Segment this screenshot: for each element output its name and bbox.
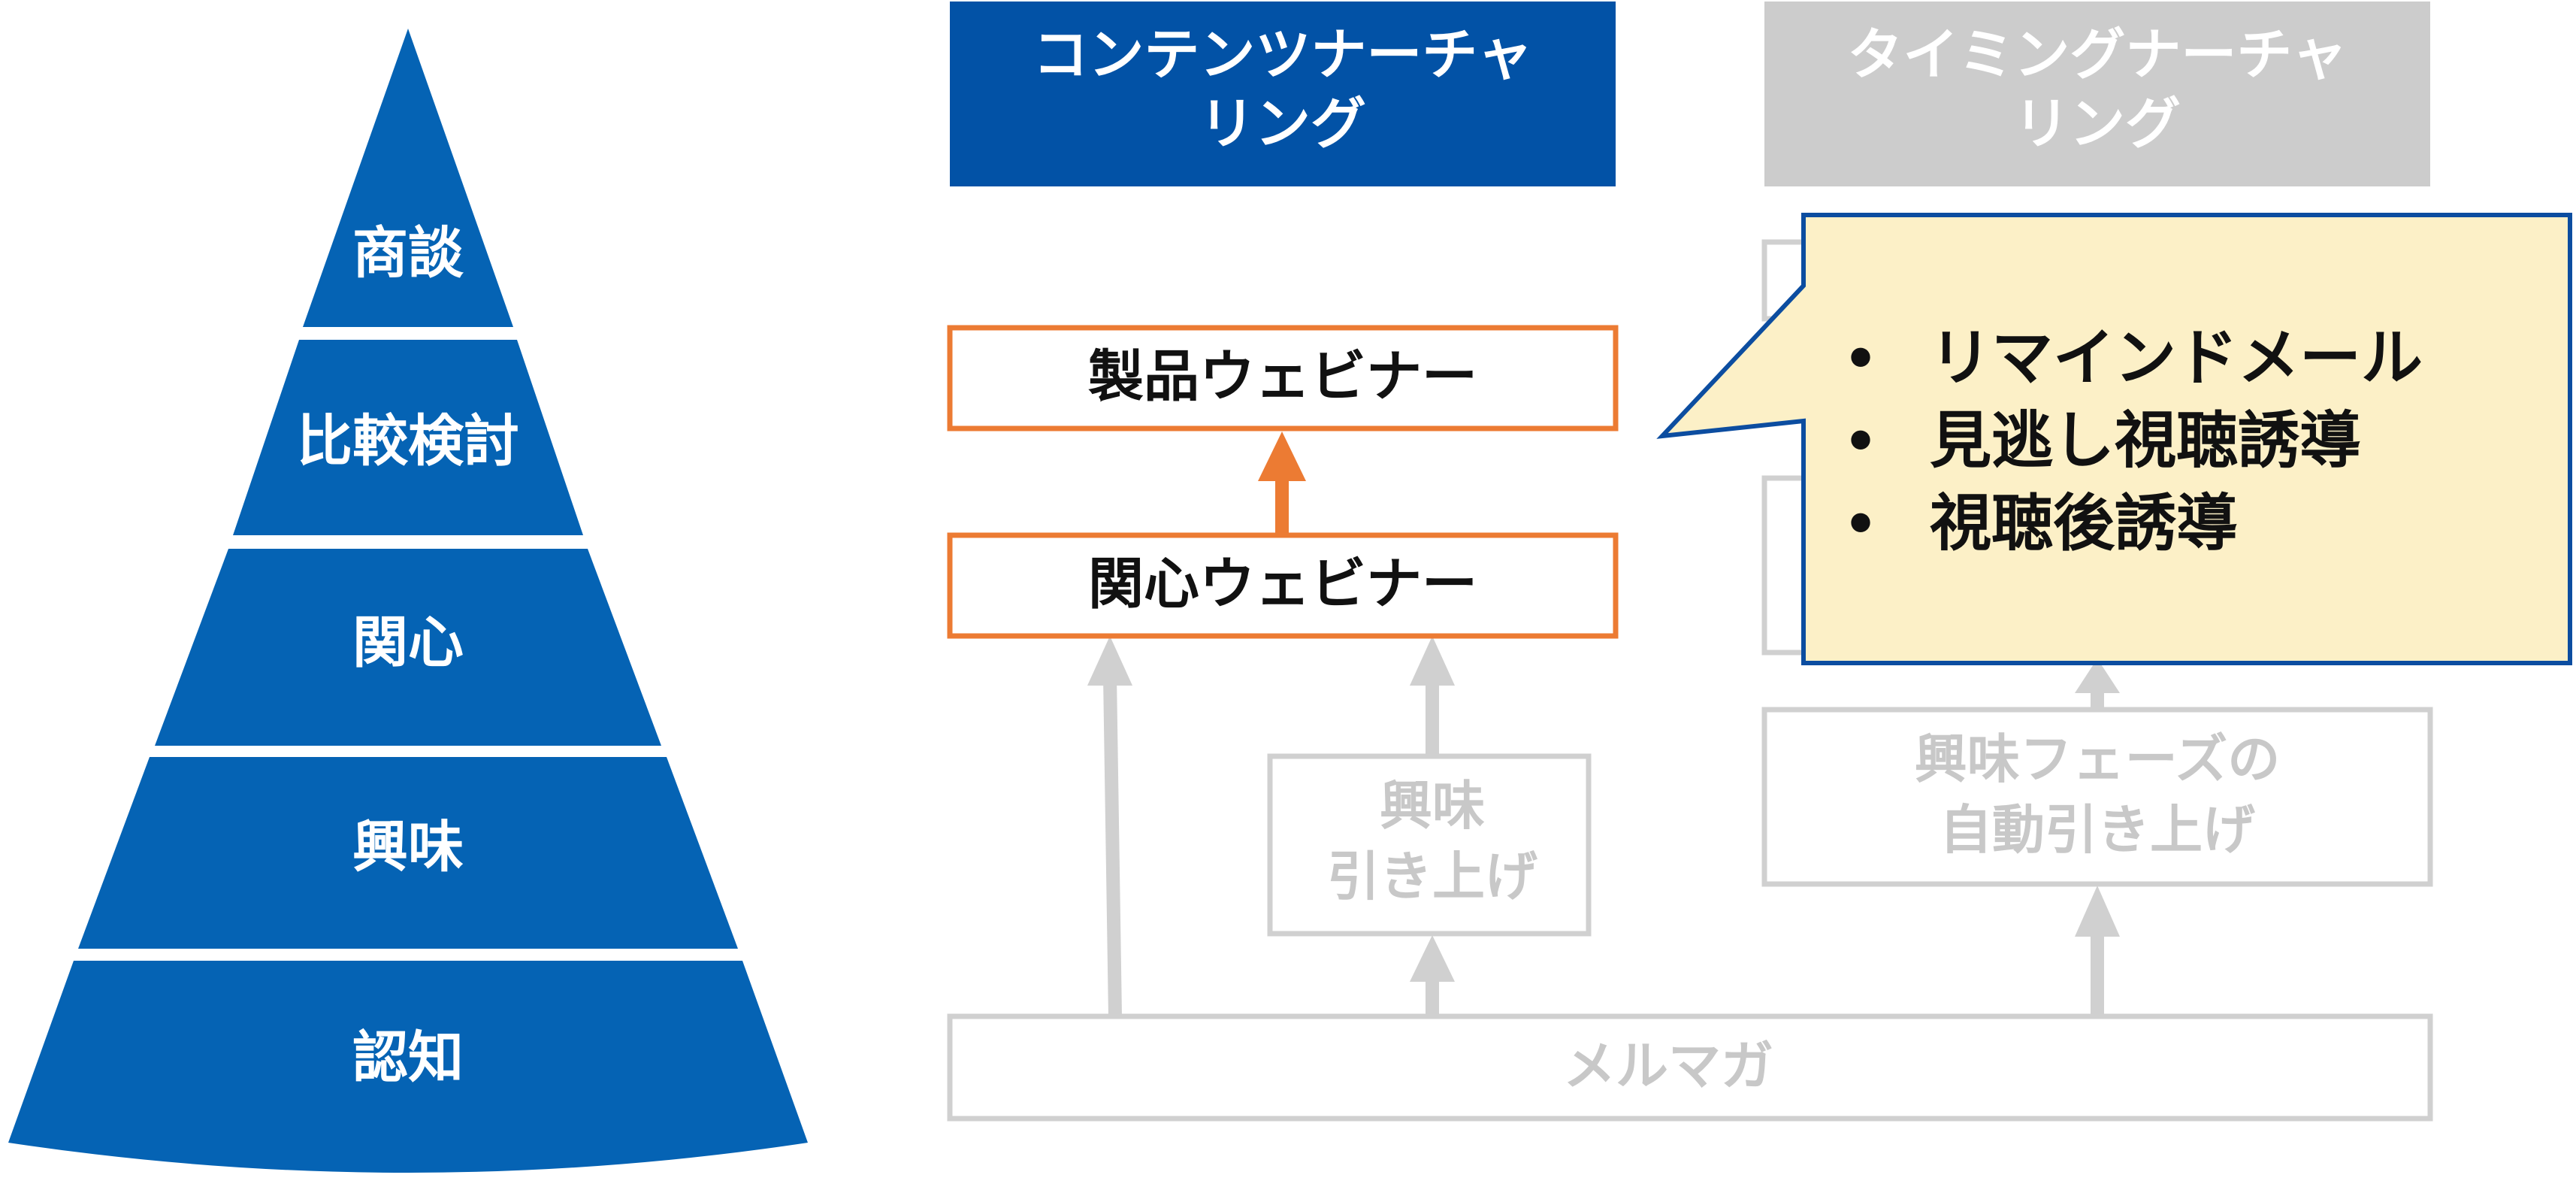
callout-bullet-1: • [1843,327,1878,390]
header-content-nurturing-bg [950,2,1616,186]
funnel-label-negotiation: 商談 [352,221,464,286]
interest-webinar-label: 関心ウェビナー [1088,552,1477,616]
auto-lift-box [1761,707,2433,887]
funnel-stage-comparison [233,340,583,535]
interest-webinar-box [947,532,1619,639]
callout-bullet-3: • [1843,492,1878,556]
callout-bubble [1656,213,2572,665]
arrow-head-lift-to-interest-webinar [1410,636,1455,686]
product-webinar-label: 製品ウェビナー [1088,344,1477,409]
header-content-nurturing: コンテンツナーチャ リング [950,2,1616,186]
funnel-stage-interest-high [155,549,661,746]
funnel-stage-awareness [8,961,808,1173]
funnel-label-interest-high: 関心 [352,610,464,675]
newsletter-box [947,1013,2433,1122]
funnel: 商談 比較検討 関心 興味 認知 [8,29,808,1173]
auto-lift-line2: 自動引き上げ [1940,799,2255,861]
header-timing-nurturing-line1: タイミングナーチャ [1847,23,2347,87]
product-webinar-box [947,325,1619,431]
funnel-label-interest: 興味 [352,815,464,880]
arrow-head-interest-to-product [1258,431,1306,481]
callout: • リマインドメール • 見逃し視聴誘導 • 視聴後誘導 [1656,213,2572,665]
header-content-nurturing-line2: リング [1199,92,1366,156]
interest-lift-line1: 興味 [1380,775,1485,837]
funnel-stage-negotiation [303,29,513,327]
arrow-head-auto-lift-to-middle [2075,659,2120,693]
header-timing-nurturing: タイミングナーチャ リング [1764,2,2430,186]
arrow-head-newsletter-to-auto-lift [2075,886,2120,937]
funnel-stage-interest [78,757,738,949]
callout-item-post-viewing: 視聴後誘導 [1930,488,2238,559]
newsletter-label: メルマガ [1563,1035,1773,1097]
header-content-nurturing-line1: コンテンツナーチャ [1033,23,1532,87]
interest-lift-box [1267,753,1592,937]
callout-item-missed-viewing: 見逃し視聴誘導 [1930,405,2361,477]
arrow-shaft-newsletter-to-interest-webinar [1103,676,1122,1017]
header-timing-nurturing-line2: リング [2014,92,2181,156]
auto-lift-line1: 興味フェーズの [1915,728,2281,790]
webinar-flow: 製品ウェビナー 関心ウェビナー [947,325,1619,639]
arrow-head-newsletter-to-interest-webinar [1087,636,1132,686]
callout-item-remind-mail: リマインドメール [1930,322,2423,394]
callout-bullet-2: • [1843,410,1878,473]
arrow-head-newsletter-to-lift [1410,935,1455,982]
interest-lift-line2: 引き上げ [1327,846,1537,907]
header-timing-nurturing-bg [1764,2,2430,186]
funnel-label-comparison: 比較検討 [297,409,519,474]
funnel-label-awareness: 認知 [352,1025,464,1090]
